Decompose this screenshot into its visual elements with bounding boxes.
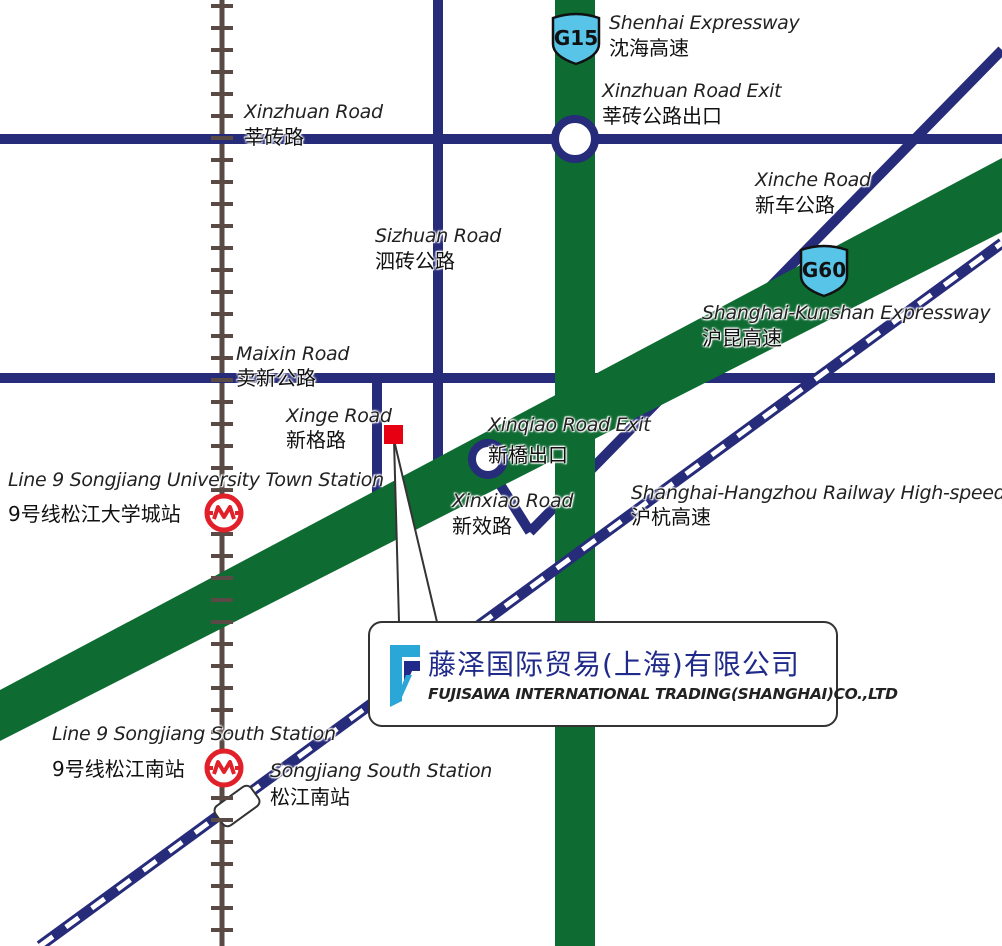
metro-icon [204, 493, 244, 533]
xinge-road-name-en: Xinge Road [286, 405, 392, 427]
company-name-en: FUJISAWA INTERNATIONAL TRADING(SHANGHAI)… [428, 685, 898, 703]
xinche-road-name-zh: 新车公路 [755, 193, 835, 217]
xinqiao-interchange [468, 439, 508, 479]
railway-name-zh: 沪杭高速 [631, 505, 711, 529]
xinzhuan-exit-name-en: Xinzhuan Road Exit [602, 80, 782, 102]
g60-name-en: Shanghai-Kunshan Expressway [702, 302, 991, 324]
company-location-pin [384, 425, 403, 444]
sizhuan-road-name-en: Sizhuan Road [375, 225, 502, 247]
xinxiao-road-name-zh: 新效路 [452, 514, 512, 538]
xinqiao-exit-name-zh: 新橋出口 [488, 443, 568, 467]
company-callout-leader [393, 439, 438, 623]
songjiang-south-rail-name-en: Songjiang South Station [270, 760, 493, 782]
company-name-zh: 藤泽国际贸易(上海)有限公司 [428, 648, 800, 681]
high-speed-railway [36, 238, 1002, 946]
railway-name-en: Shanghai-Hangzhou Railway High-speed [631, 482, 1002, 504]
g60-name-zh: 沪昆高速 [702, 326, 782, 350]
songjiang-south-metro-name-en: Line 9 Songjiang South Station [52, 723, 336, 745]
xinqiao-exit-name-en: Xinqiao Road Exit [488, 414, 651, 436]
songjiang-south-rail-name-zh: 松江南站 [270, 785, 350, 809]
sizhuan-road-name-zh: 泗砖公路 [375, 249, 455, 273]
g60-shield-icon: G60 [799, 244, 849, 298]
xinge-road-name-zh: 新格路 [286, 428, 346, 452]
xinzhuan-interchange [551, 115, 599, 163]
xinzhuan-exit-name-zh: 莘砖公路出口 [602, 104, 722, 128]
university-town-station-name-zh: 9号线松江大学城站 [8, 502, 181, 526]
xinzhuan-road-name-en: Xinzhuan Road [244, 101, 383, 123]
g15-name-zh: 沈海高速 [609, 36, 689, 60]
g15-shield-icon: G15 [551, 12, 601, 66]
xinche-road-name-en: Xinche Road [755, 169, 871, 191]
maixin-road-name-en: Maixin Road [236, 343, 350, 365]
songjiang-south-metro-name-zh: 9号线松江南站 [52, 757, 185, 781]
university-town-station-name-en: Line 9 Songjiang University Town Station [8, 469, 384, 491]
xinzhuan-road-name-zh: 莘砖路 [244, 125, 304, 149]
svg-text:G60: G60 [802, 258, 846, 282]
metro-track-sleepers [211, 4, 233, 932]
company-callout: 藤泽国际贸易(上海)有限公司 FUJISAWA INTERNATIONAL TR… [368, 621, 898, 727]
xinxiao-road-name-en: Xinxiao Road [452, 490, 574, 512]
svg-text:G15: G15 [554, 26, 598, 50]
fujisawa-logo-icon [390, 645, 420, 707]
metro-icon [204, 748, 244, 788]
g15-name-en: Shenhai Expressway [609, 12, 800, 34]
maixin-road-name-zh: 卖新公路 [236, 366, 316, 390]
